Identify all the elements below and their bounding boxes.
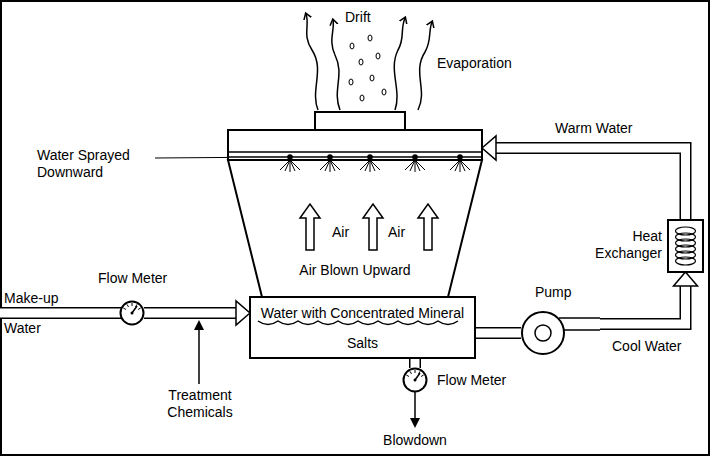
flow-meter: Flow Meter (403, 368, 427, 392)
pipe-label: Cool Water (612, 338, 682, 355)
basin-label: Water with Concentrated Mineral Salts (250, 298, 475, 358)
makeup-label: Make-up Water (4, 283, 68, 343)
pipe-connector (600, 272, 698, 324)
air-label: Air (388, 224, 405, 241)
heat-exchanger: Heat Exchanger (668, 220, 703, 272)
basin: Water with Concentrated Mineral Salts (250, 297, 475, 358)
spray-label: Water Sprayed Downward (37, 147, 149, 181)
pipe-connector (475, 333, 521, 334)
pipe-connector (482, 136, 686, 220)
pump-label: Pump (535, 284, 572, 301)
air-flow-label: Air Blown Upward (228, 262, 482, 279)
blowdown-arrow (410, 392, 420, 428)
pipe-connector (415, 358, 416, 368)
air-label: Air (332, 224, 349, 241)
makeup-pipe (0, 313, 126, 314)
pump: Pump (521, 311, 600, 355)
flow-meter-shape (403, 368, 427, 392)
meter-label: Flow Meter (98, 270, 167, 287)
pump-shape (521, 311, 600, 355)
exchanger-label: Heat Exchanger (588, 228, 662, 262)
blowdown-label: Blowdown (380, 432, 450, 449)
meter-label: Flow Meter (437, 372, 506, 389)
chemical-feed-arrow (194, 320, 204, 384)
cooling-tower: Air AirAir Blown Upward (228, 112, 482, 297)
pipe-connector (144, 301, 250, 325)
evaporation-plume (306, 14, 432, 110)
drift-droplets (349, 35, 386, 101)
drift-label: Drift (345, 9, 371, 26)
pipe-label: Warm Water (555, 120, 633, 137)
chemicals-label: Treatment Chemicals (159, 387, 241, 421)
flow-meter-shape (120, 301, 144, 325)
flow-meter: Flow Meter (120, 301, 144, 325)
heat-exchanger-shape (668, 220, 703, 272)
evaporation-label: Evaporation (437, 55, 512, 72)
